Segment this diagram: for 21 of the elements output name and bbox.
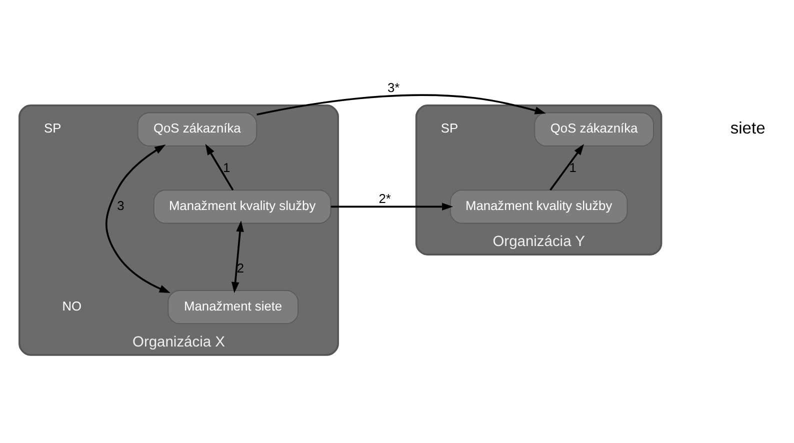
edge-label: 1 [223, 159, 230, 174]
arrow [205, 143, 234, 190]
node-box: Manažment kvality služby [153, 189, 332, 224]
edge-label: 3 [117, 198, 124, 213]
arrow [105, 144, 170, 292]
label: siete [730, 118, 766, 137]
arrow [550, 144, 584, 190]
node-box: QoS zákazníka [534, 112, 654, 146]
edge-label: 3* [387, 80, 400, 94]
edge-label: 1 [569, 159, 576, 174]
edge-label: 2 [236, 260, 244, 275]
node-box: Manažment siete [168, 290, 298, 324]
arrow [330, 202, 454, 210]
label: SP [44, 120, 62, 136]
label: NO [62, 298, 82, 313]
arrow [231, 220, 244, 293]
arrow [256, 94, 546, 115]
node-box: QoS zákazníka [137, 112, 258, 146]
edge-label: 2* [378, 190, 391, 206]
node-box: Manažment kvality služby [450, 189, 628, 224]
label: SP [440, 120, 458, 136]
